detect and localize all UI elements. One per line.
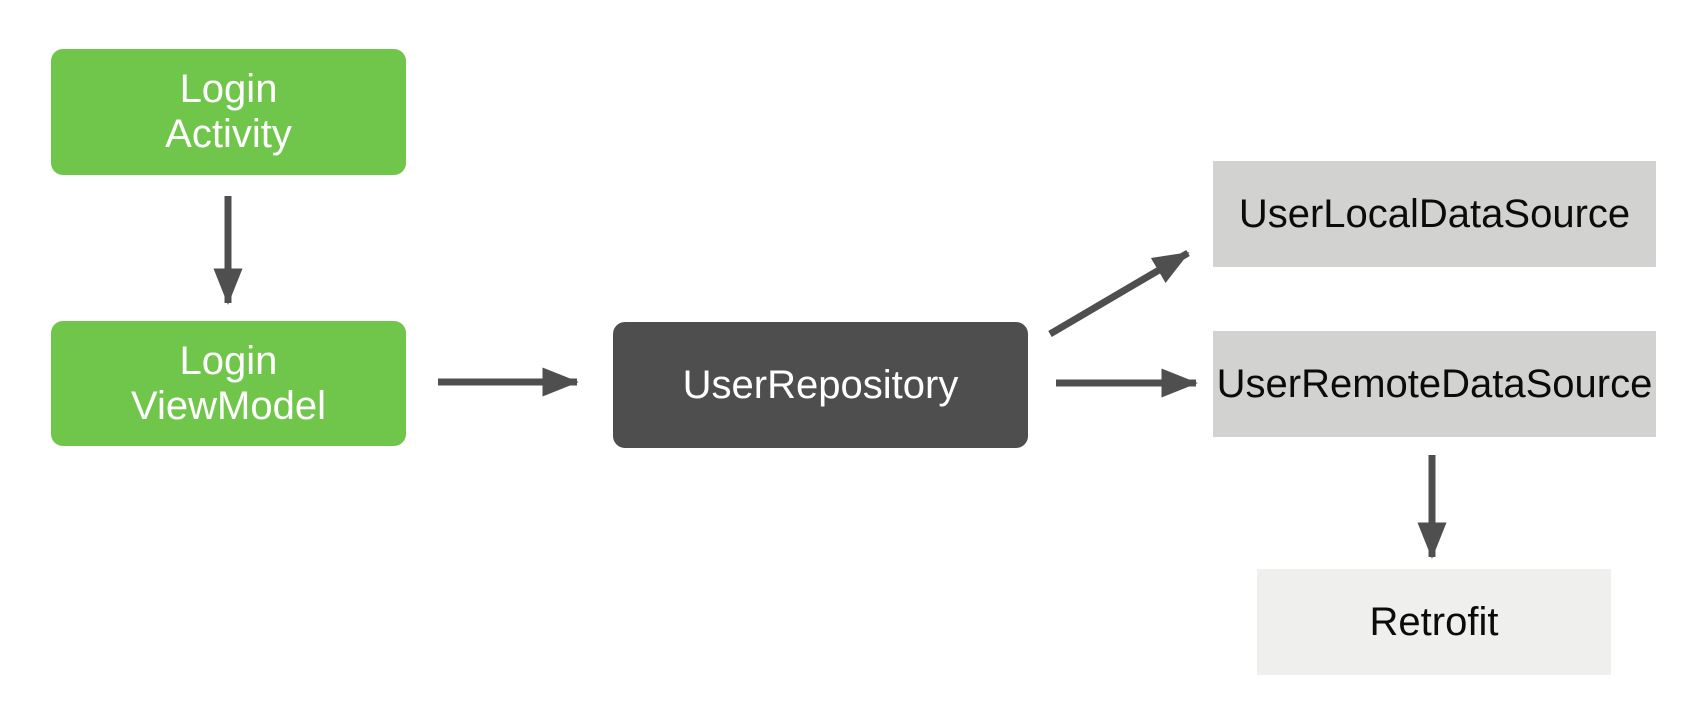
node-login-viewmodel-label: Login ViewModel	[131, 338, 326, 428]
node-user-local-data-source-label: UserLocalDataSource	[1238, 191, 1631, 236]
edge-repository-to-localdatasource-arrow	[1048, 249, 1190, 338]
node-user-remote-data-source-label: UserRemoteDataSource	[1216, 361, 1653, 406]
node-user-remote-data-source: UserRemoteDataSource	[1213, 331, 1656, 437]
node-retrofit: Retrofit	[1257, 569, 1611, 675]
node-login-activity: Login Activity	[51, 49, 406, 175]
node-login-activity-label: Login Activity	[165, 67, 292, 156]
node-login-viewmodel: Login ViewModel	[51, 321, 406, 446]
node-user-repository: UserRepository	[613, 322, 1028, 448]
node-user-local-data-source: UserLocalDataSource	[1213, 161, 1656, 267]
node-user-repository-label: UserRepository	[682, 362, 959, 407]
node-retrofit-label: Retrofit	[1369, 599, 1499, 644]
